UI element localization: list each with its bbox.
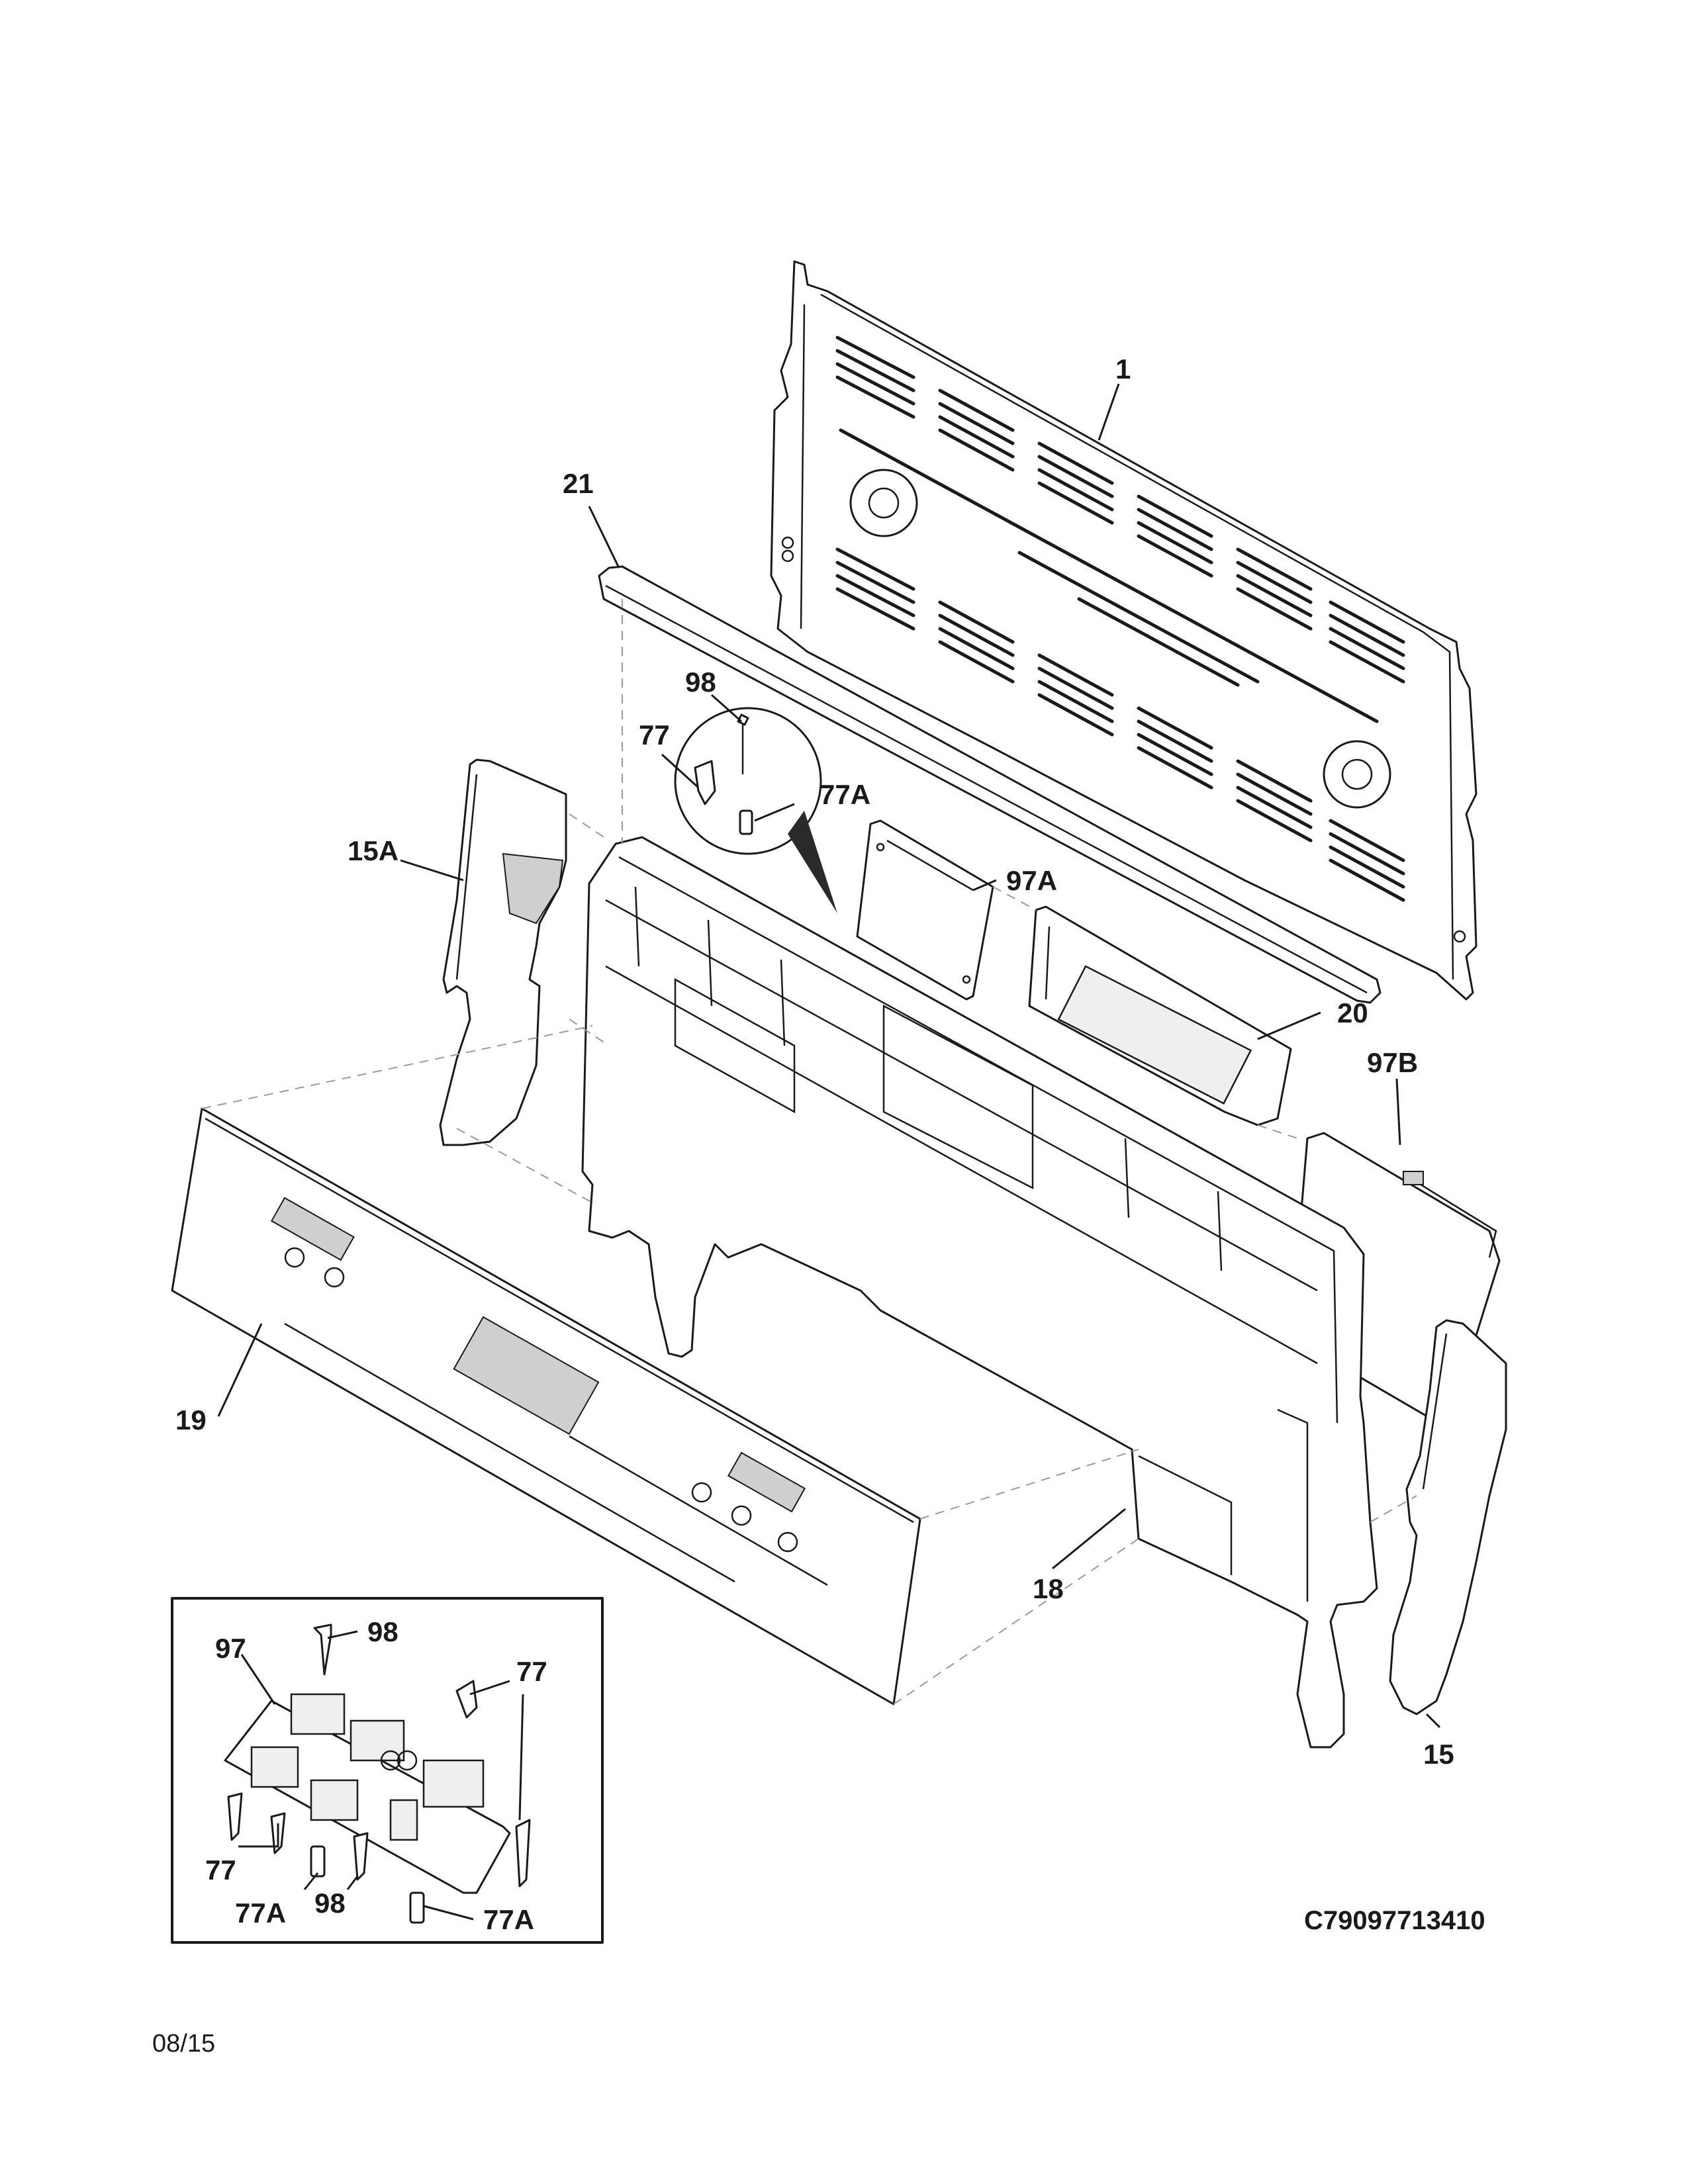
label-part-19: 19 (175, 1404, 207, 1435)
detail-callout (674, 707, 837, 913)
console-body-part-18 (581, 836, 1378, 1749)
label-part-1: 1 (1115, 353, 1131, 385)
label-part-15A: 15A (348, 835, 399, 866)
rear-panel-part-1 (770, 260, 1477, 1001)
label-part-77A-top: 77A (820, 779, 870, 810)
label-part-77-top: 77 (639, 719, 670, 751)
label-part-77-inset-left: 77 (205, 1854, 236, 1886)
revision-date: 08/15 (152, 2030, 215, 2058)
label-part-97B: 97B (1367, 1047, 1418, 1078)
label-part-98-inset-bottom: 98 (314, 1888, 346, 1919)
label-part-77-inset-right: 77 (516, 1656, 547, 1687)
control-board-part-97A (856, 819, 994, 1001)
leader-lines (217, 383, 1441, 1921)
label-part-18: 18 (1033, 1573, 1064, 1604)
top-trim-part-21 (598, 565, 1382, 1004)
label-part-97A: 97A (1006, 865, 1057, 896)
diagram-code: C79097713410 (1304, 1906, 1485, 1935)
alignment-lines (201, 599, 1417, 1705)
label-part-77A-inset-right: 77A (483, 1904, 534, 1935)
label-part-77A-inset-left: 77A (235, 1897, 286, 1929)
right-end-cap-part-15 (1389, 1319, 1507, 1715)
label-part-15: 15 (1423, 1739, 1454, 1770)
label-part-21: 21 (563, 468, 594, 499)
left-end-cap-part-15A (439, 758, 567, 1146)
display-board-part-20 (1028, 905, 1292, 1126)
label-part-98-inset: 98 (367, 1616, 399, 1647)
label-part-98-top: 98 (685, 666, 716, 698)
vent-slots (835, 336, 1405, 902)
label-part-97-inset: 97 (215, 1633, 246, 1664)
label-part-20: 20 (1337, 997, 1368, 1028)
part-labels: 1 21 98 77 77A 97A 15A 20 97B 19 18 98 9… (175, 353, 1454, 1935)
inset-relay-board (171, 1597, 604, 1944)
